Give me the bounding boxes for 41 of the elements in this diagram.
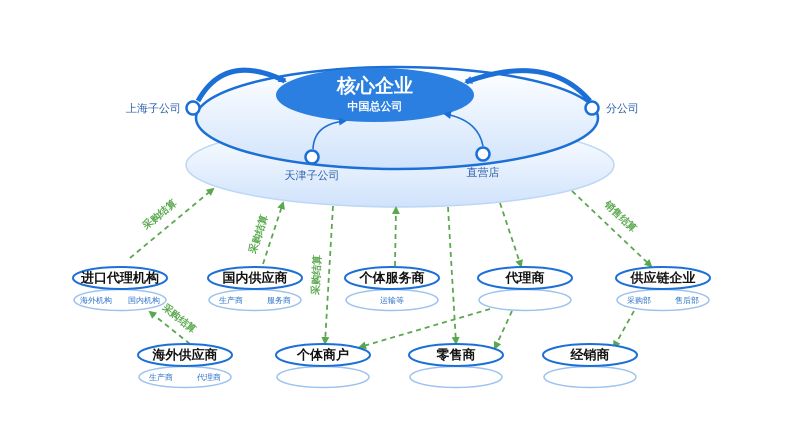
node-subtitle: 代理商 xyxy=(196,372,222,383)
core-subtitle: 中国总公司 xyxy=(346,99,404,114)
dashed-arrow xyxy=(321,206,334,345)
dashed-arrow xyxy=(148,310,191,345)
core-title: 核心企业 xyxy=(336,74,414,99)
edge-label: 采购结算 xyxy=(140,196,180,232)
curved-arrow xyxy=(312,118,347,150)
node-title: 零售商 xyxy=(436,346,476,364)
edge-label: 采购结算 xyxy=(310,253,324,296)
node-subtitle: 采购部 xyxy=(626,295,652,306)
node-title: 代理商 xyxy=(504,270,546,287)
node-subtitle: 国内机构 xyxy=(127,295,161,306)
node-subtitle: 运输等 xyxy=(379,295,405,306)
dashed-arrow xyxy=(262,201,285,264)
node-title: 海外供应商 xyxy=(152,346,218,364)
dashed-arrow xyxy=(499,202,523,268)
node-subtitle: 售后部 xyxy=(674,295,700,306)
node-label: 天津子公司 xyxy=(284,168,340,183)
node-title: 个体商户 xyxy=(296,346,350,364)
dashed-arrow xyxy=(494,310,513,350)
curved-arrow xyxy=(443,111,484,146)
curved-arrow xyxy=(464,68,592,103)
node-title: 经销商 xyxy=(569,346,610,364)
node-subtitle: 海外机构 xyxy=(79,295,113,306)
dashed-arrow xyxy=(358,308,490,350)
node-label: 上海子公司 xyxy=(126,101,181,116)
node-title: 进口代理机构 xyxy=(80,270,160,287)
node-label: 分公司 xyxy=(606,101,639,116)
curved-arrow xyxy=(196,68,287,102)
node-subtitle: 生产商 xyxy=(148,372,174,383)
node-title: 国内供应商 xyxy=(222,270,288,287)
dashed-arrow xyxy=(392,206,400,266)
dashed-arrow xyxy=(129,188,215,259)
node-subtitle: 生产商 xyxy=(218,295,244,306)
node-label: 直营店 xyxy=(466,165,500,180)
node-title: 个体服务商 xyxy=(358,270,426,287)
node-title: 供应链企业 xyxy=(629,270,696,287)
edge-label: 采购结算 xyxy=(247,212,271,256)
dashed-arrow xyxy=(447,206,460,345)
node-subtitle: 服务商 xyxy=(266,295,292,306)
dashed-arrow xyxy=(571,190,652,268)
